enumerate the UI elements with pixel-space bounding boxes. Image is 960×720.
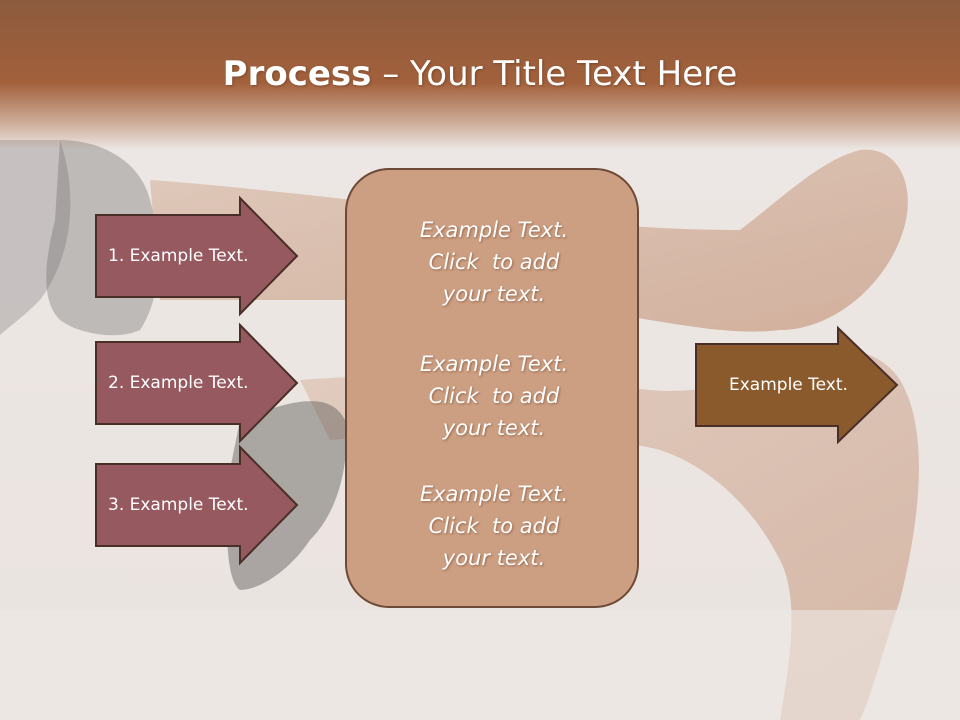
title-dash: – (371, 54, 411, 94)
title-rest: Your Title Text Here (410, 54, 738, 94)
title-band (0, 0, 960, 150)
text-block-1-line2: Click to add (428, 250, 560, 274)
text-block-2-line3: your text. (442, 416, 546, 440)
left-arrow-3[interactable] (95, 444, 299, 566)
center-text-box[interactable]: Example Text. Click to add your text. Ex… (345, 168, 639, 608)
text-block-1: Example Text. Click to add your text. (347, 214, 641, 310)
left-arrow-1[interactable] (95, 195, 299, 317)
text-block-3: Example Text. Click to add your text. (347, 478, 641, 574)
title-bold: Process (222, 54, 372, 94)
left-arrow-3-label: 3. Example Text. (108, 495, 249, 515)
text-block-1-line1: Example Text. (419, 218, 569, 242)
text-block-2-line2: Click to add (428, 384, 560, 408)
slide-title[interactable]: Process – Your Title Text Here (0, 50, 960, 98)
text-block-2: Example Text. Click to add your text. (347, 348, 641, 444)
leg-lower (300, 349, 919, 720)
text-block-3-line1: Example Text. (419, 482, 569, 506)
text-block-1-line3: your text. (442, 282, 546, 306)
text-block-3-line2: Click to add (428, 514, 560, 538)
left-arrow-2[interactable] (95, 322, 299, 444)
right-arrow-label: Example Text. (729, 375, 848, 395)
left-arrow-2-label: 2. Example Text. (108, 373, 249, 393)
text-block-2-line1: Example Text. (419, 352, 569, 376)
right-arrow[interactable] (695, 325, 899, 445)
text-block-3-line3: your text. (442, 546, 546, 570)
left-arrow-1-label: 1. Example Text. (108, 246, 249, 266)
